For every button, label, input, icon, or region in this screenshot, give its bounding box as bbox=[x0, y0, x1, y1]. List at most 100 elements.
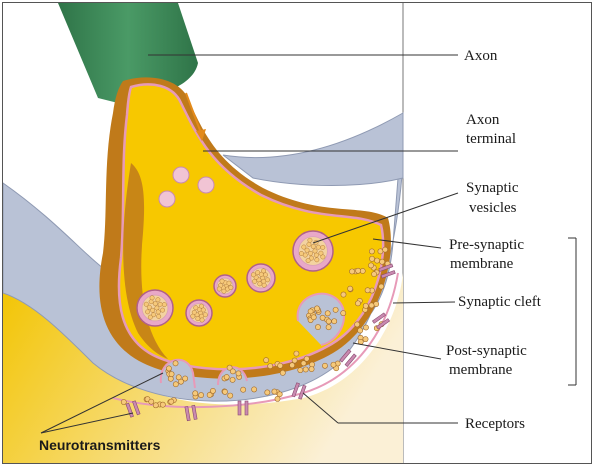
neurotransmitter bbox=[294, 351, 299, 356]
neurotransmitter bbox=[153, 403, 158, 408]
vesicle-neurotransmitter bbox=[262, 283, 266, 287]
label-receptors: Receptors bbox=[465, 415, 525, 433]
empty-vesicle bbox=[159, 191, 175, 207]
neurotransmitter bbox=[228, 393, 233, 398]
neurotransmitter bbox=[198, 392, 203, 397]
neurotransmitter bbox=[311, 315, 316, 320]
neurotransmitter bbox=[322, 363, 327, 368]
vesicle-neurotransmitter bbox=[150, 296, 154, 300]
neurotransmitter bbox=[268, 364, 273, 369]
vesicle-neurotransmitter bbox=[255, 270, 259, 274]
vesicle-neurotransmitter bbox=[315, 258, 319, 262]
neurotransmitter bbox=[380, 259, 385, 264]
vesicle-neurotransmitter bbox=[160, 308, 164, 312]
neurotransmitter bbox=[183, 376, 188, 381]
neurotransmitter bbox=[331, 362, 336, 367]
neurotransmitter bbox=[304, 356, 309, 361]
neurotransmitter bbox=[333, 307, 338, 312]
label-presynaptic-line1: Pre-synaptic bbox=[449, 236, 524, 254]
label-axon: Axon bbox=[464, 47, 497, 65]
neurotransmitter bbox=[265, 390, 270, 395]
neurotransmitter bbox=[326, 325, 331, 330]
vesicle-neurotransmitter bbox=[251, 273, 255, 277]
vesicle-neurotransmitter bbox=[199, 304, 203, 308]
neurotransmitter bbox=[341, 311, 346, 316]
label-postsynaptic-line2: membrane bbox=[449, 361, 512, 379]
vesicle-neurotransmitter bbox=[148, 315, 152, 319]
neurotransmitter bbox=[369, 256, 374, 261]
neurotransmitter bbox=[169, 399, 174, 404]
vesicle-neurotransmitter bbox=[145, 310, 149, 314]
vesicle-neurotransmitter bbox=[200, 318, 204, 322]
vesicle-neurotransmitter bbox=[263, 273, 267, 277]
neurotransmitter bbox=[303, 367, 308, 372]
vesicle-neurotransmitter bbox=[311, 244, 315, 248]
vesicle-neurotransmitter bbox=[307, 242, 311, 246]
vesicle-neurotransmitter bbox=[261, 269, 265, 273]
vesicle-neurotransmitter bbox=[302, 245, 306, 249]
neurotransmitter bbox=[315, 324, 320, 329]
neurotransmitter bbox=[277, 392, 282, 397]
label-postsynaptic-line1: Post-synaptic bbox=[446, 342, 527, 360]
vesicle-neurotransmitter bbox=[153, 302, 157, 306]
neurotransmitter bbox=[348, 286, 353, 291]
neurotransmitter bbox=[292, 358, 297, 363]
vesicle-neurotransmitter bbox=[314, 253, 318, 257]
vesicle-neurotransmitter bbox=[265, 278, 269, 282]
vesicle-neurotransmitter bbox=[203, 313, 207, 317]
vesicle-neurotransmitter bbox=[156, 310, 160, 314]
neurotransmitter bbox=[355, 322, 360, 327]
neurotransmitter bbox=[173, 382, 178, 387]
synapse-diagram bbox=[3, 3, 591, 463]
receptor-subunit bbox=[245, 401, 248, 415]
neurotransmitter bbox=[121, 399, 126, 404]
vesicle-neurotransmitter bbox=[308, 251, 312, 255]
vesicle-neurotransmitter bbox=[191, 314, 195, 318]
neurotransmitter bbox=[149, 399, 154, 404]
neurotransmitter bbox=[363, 325, 368, 330]
neurotransmitter bbox=[280, 370, 285, 375]
vesicle-neurotransmitter bbox=[156, 314, 160, 318]
neurotransmitter bbox=[193, 391, 198, 396]
vesicle-neurotransmitter bbox=[156, 298, 160, 302]
neurotransmitter bbox=[169, 372, 174, 377]
label-synaptic-vesicles-line1: Synaptic bbox=[466, 179, 519, 197]
vesicle-neurotransmitter bbox=[162, 302, 166, 306]
neurotransmitter bbox=[355, 301, 360, 306]
neurotransmitter bbox=[379, 284, 384, 289]
label-synaptic-vesicles-line2: vesicles bbox=[469, 199, 516, 217]
vesicle-neurotransmitter bbox=[196, 316, 200, 320]
vesicle-neurotransmitter bbox=[194, 306, 198, 310]
neurotransmitter bbox=[349, 269, 354, 274]
neurotransmitter bbox=[363, 337, 368, 342]
vesicle-neurotransmitter bbox=[227, 281, 231, 285]
neurotransmitter bbox=[358, 328, 363, 333]
neurotransmitter bbox=[356, 268, 361, 273]
empty-vesicle bbox=[173, 167, 189, 183]
neurotransmitter bbox=[298, 368, 303, 373]
neurotransmitter bbox=[230, 377, 235, 382]
label-neurotransmitters: Neurotransmitters bbox=[39, 436, 160, 454]
neurotransmitter bbox=[301, 361, 306, 366]
axon-terminal bbox=[119, 84, 383, 369]
neurotransmitter bbox=[176, 375, 181, 380]
neurotransmitter bbox=[341, 292, 346, 297]
neurotransmitter bbox=[160, 402, 165, 407]
neurotransmitter bbox=[230, 369, 235, 374]
neurotransmitter bbox=[326, 319, 331, 324]
upper-glia bbox=[223, 113, 403, 186]
vesicle-neurotransmitter bbox=[321, 245, 325, 249]
vesicle-neurotransmitter bbox=[220, 279, 224, 283]
vesicle-neurotransmitter bbox=[306, 258, 310, 262]
neurotransmitter bbox=[308, 309, 313, 314]
neurotransmitter bbox=[252, 387, 257, 392]
receptor-subunit bbox=[238, 401, 241, 415]
neurotransmitter bbox=[363, 303, 368, 308]
neurotransmitter bbox=[332, 319, 337, 324]
label-presynaptic-line2: membrane bbox=[450, 255, 513, 273]
neurotransmitter bbox=[371, 272, 376, 277]
vesicle-neurotransmitter bbox=[217, 287, 221, 291]
neurotransmitter bbox=[272, 389, 277, 394]
vesicle-neurotransmitter bbox=[299, 251, 303, 255]
vesicle-neurotransmitter bbox=[316, 245, 320, 249]
